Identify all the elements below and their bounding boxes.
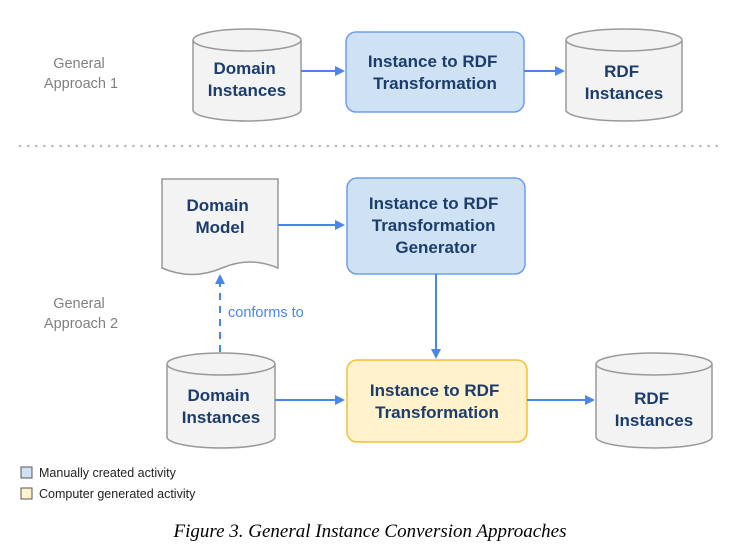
approach2-generator-box: Instance to RDF Transformation Generator — [346, 177, 526, 275]
approach2-rdf-instances-label: RDF Instances — [615, 389, 693, 430]
approach1-rdf-instances-store: RDF Instances — [565, 28, 683, 122]
approach1-domain-instances-store: Domain Instances — [192, 28, 302, 122]
approach2-domain-model-document: Domain Model — [161, 178, 279, 276]
approach2-label: General Approach 2 — [44, 296, 118, 332]
approach2-transformation-label: Instance to RDF Transformation — [370, 381, 504, 422]
legend-swatch-manual — [20, 466, 33, 479]
approach1-transformation-label: Instance to RDF Transformation — [368, 52, 502, 93]
approach2-conforms-to-label: conforms to — [228, 305, 304, 321]
approach2-domain-instances-label: Domain Instances — [182, 386, 260, 427]
legend-label-computer: Computer generated activity — [39, 487, 196, 501]
approach2-domain-instances-store: Domain Instances — [166, 352, 276, 449]
approach1-rdf-instances-label: RDF Instances — [585, 62, 663, 103]
approach2-rdf-instances-store: RDF Instances — [595, 352, 713, 449]
legend: Manually created activity Computer gener… — [20, 466, 196, 501]
legend-swatch-computer — [20, 487, 33, 500]
approach1-transformation-box: Instance to RDF Transformation — [345, 31, 525, 113]
approach1-label: General Approach 1 — [44, 56, 118, 92]
legend-label-manual: Manually created activity — [39, 466, 177, 480]
approach1-domain-instances-label: Domain Instances — [208, 59, 286, 100]
approach2-transformation-box: Instance to RDF Transformation — [346, 359, 528, 443]
figure-caption: Figure 3. General Instance Conversion Ap… — [173, 521, 567, 542]
approach2-generator-label: Instance to RDF Transformation Generator — [369, 194, 503, 257]
approach2-domain-model-label: Domain Model — [186, 196, 253, 237]
